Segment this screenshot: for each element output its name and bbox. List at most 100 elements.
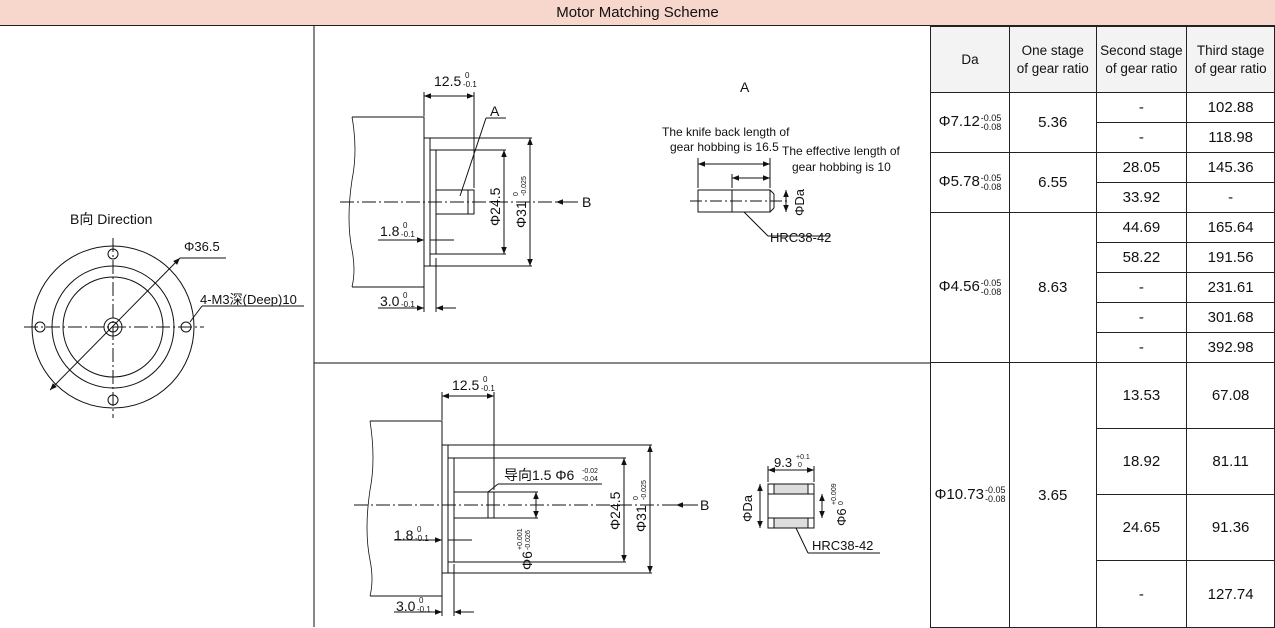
table-row: Φ10.73-0.05-0.08 3.65 13.53 67.08 xyxy=(930,362,1275,628)
table-row: - 392.98 xyxy=(931,332,1275,363)
gear-width-tol-up: +0.1 xyxy=(796,454,810,461)
gear-detail xyxy=(757,466,880,554)
da-tol-down: -0.08 xyxy=(980,181,1002,192)
gear-bore: Φ6 xyxy=(834,508,849,526)
front-view xyxy=(24,238,304,418)
second-stage-cell: 58.22 xyxy=(1095,242,1188,273)
table-row: 24.65 91.36 xyxy=(931,494,1275,561)
gear-bore-tol-up: +0.009 xyxy=(831,483,838,505)
bottom-flange xyxy=(441,444,449,574)
top-label-a: A xyxy=(490,103,500,119)
bottom-dim-18-tol-down: -0.1 xyxy=(415,534,429,543)
top-dim-30: 3.0 xyxy=(380,293,400,309)
front-outer-diameter: Φ36.5 xyxy=(184,239,220,254)
page-title: Motor Matching Scheme xyxy=(556,4,719,21)
da-cell: Φ7.12-0.05-0.08 xyxy=(930,92,1010,153)
bottom-dia-31: Φ31 xyxy=(633,505,649,532)
table-header-row: Da One stage of gear ratio Second stage … xyxy=(930,26,1275,93)
bottom-dim-18: 1.8 xyxy=(394,527,414,543)
top-dim-18: 1.8 xyxy=(380,223,400,239)
second-stage-cell: 18.92 xyxy=(1095,428,1188,495)
gear-width: 9.3 xyxy=(774,455,792,470)
da-tol-down: -0.08 xyxy=(980,286,1002,297)
detail-a-knife-line2: gear hobbing is 16.5 xyxy=(670,140,779,154)
third-stage-cell: 392.98 xyxy=(1186,332,1275,363)
bottom-arrow-b: B xyxy=(700,497,709,513)
front-direction-label: B向 Direction xyxy=(70,211,152,227)
table-row: - 118.98 xyxy=(931,122,1275,153)
bottom-dim-18-tol-up: 0 xyxy=(417,525,422,534)
header-third-stage-line2: of gear ratio xyxy=(1194,60,1267,76)
header-second-stage: Second stage of gear ratio xyxy=(1095,26,1188,93)
bottom-shaft-dia: Φ6 xyxy=(519,551,535,570)
bottom-guide-tol-up: -0.02 xyxy=(582,468,598,475)
technical-drawing: B向 Direction Φ36.5 4-M3深(Deep)10 xyxy=(24,26,930,627)
detail-a-hardness: HRC38-42 xyxy=(770,230,831,245)
bottom-length-tol-up: 0 xyxy=(483,375,488,384)
da-cell: Φ10.73-0.05-0.08 xyxy=(930,362,1010,628)
second-stage-cell: 13.53 xyxy=(1095,362,1188,429)
title-bar: Motor Matching Scheme xyxy=(0,0,1275,26)
third-stage-cell: 231.61 xyxy=(1186,272,1275,303)
detail-a-effective-line2: gear hobbing is 10 xyxy=(792,160,891,174)
gear-ratio-table: Da One stage of gear ratio Second stage … xyxy=(930,26,1275,628)
second-stage-cell: 44.69 xyxy=(1095,212,1188,243)
da-value: Φ7.12 xyxy=(938,113,980,131)
header-one-stage-line1: One stage xyxy=(1021,42,1084,58)
top-dia-31-tol-down: -0.025 xyxy=(521,176,528,196)
top-dim-30-tol-up: 0 xyxy=(403,291,408,300)
bottom-length-tol-down: -0.1 xyxy=(481,384,495,393)
third-stage-cell: - xyxy=(1186,182,1275,213)
detail-a-phi-da: ΦDa xyxy=(792,188,807,216)
da-tol-up: -0.05 xyxy=(980,112,1002,123)
bottom-dia-245: Φ24.5 xyxy=(607,491,623,530)
header-second-stage-line2: of gear ratio xyxy=(1105,60,1178,76)
second-stage-cell: - xyxy=(1095,122,1188,153)
da-cell: Φ4.56-0.05-0.08 xyxy=(930,212,1010,363)
top-side-view xyxy=(340,92,578,312)
second-stage-cell: 28.05 xyxy=(1095,152,1188,183)
da-tol-up: -0.05 xyxy=(980,172,1002,183)
second-stage-cell: - xyxy=(1095,332,1188,363)
table-row: Φ7.12-0.05-0.08 5.36 - 102.88 xyxy=(930,92,1275,153)
second-stage-cell: - xyxy=(1095,272,1188,303)
table-row: 33.92 - xyxy=(931,182,1275,213)
top-dim-30-tol-down: -0.1 xyxy=(401,300,415,309)
da-tol-down: -0.08 xyxy=(980,121,1002,132)
da-cell: Φ5.78-0.05-0.08 xyxy=(930,152,1010,213)
gear-hardness: HRC38-42 xyxy=(812,538,873,553)
second-stage-cell: 24.65 xyxy=(1095,494,1188,561)
detail-a-title: A xyxy=(740,79,750,95)
top-dim-18-tol-down: -0.1 xyxy=(401,230,415,239)
bottom-motor-body xyxy=(370,420,443,597)
detail-a-knife-line1: The knife back length of xyxy=(662,125,790,139)
top-dim-18-tol-up: 0 xyxy=(403,221,408,230)
third-stage-cell: 118.98 xyxy=(1186,122,1275,153)
detail-a-effective-line1: The effective length of xyxy=(782,144,901,158)
da-value: Φ4.56 xyxy=(938,278,980,296)
header-one-stage: One stage of gear ratio xyxy=(1008,26,1097,93)
bottom-dim-30-tol-down: -0.1 xyxy=(417,605,431,614)
bottom-dia-31-tol-up: 0 xyxy=(633,496,640,500)
gear-bore-tol-down: 0 xyxy=(838,501,845,505)
bottom-guide-note: 导向1.5 Φ6 xyxy=(504,467,575,483)
top-arrow-b: B xyxy=(582,194,591,210)
third-stage-cell: 81.11 xyxy=(1186,428,1275,495)
top-length-main: 12.5 xyxy=(434,73,461,89)
bottom-dim-30-tol-up: 0 xyxy=(419,596,424,605)
header-second-stage-line1: Second stage xyxy=(1100,42,1183,58)
one-stage-cell: 6.55 xyxy=(1008,152,1097,213)
bottom-boss xyxy=(447,457,455,563)
detail-a xyxy=(690,158,830,237)
header-one-stage-line2: of gear ratio xyxy=(1016,60,1089,76)
third-stage-cell: 127.74 xyxy=(1186,560,1275,628)
second-stage-cell: - xyxy=(1095,302,1188,333)
bottom-guide-tol-down: -0.04 xyxy=(582,476,598,483)
table-row: Φ4.56-0.05-0.08 8.63 44.69 165.64 xyxy=(930,212,1275,363)
top-dia-31: Φ31 xyxy=(513,201,529,228)
third-stage-cell: 145.36 xyxy=(1186,152,1275,183)
da-tol-down: -0.08 xyxy=(984,494,1006,505)
table-row: Φ5.78-0.05-0.08 6.55 28.05 145.36 xyxy=(930,152,1275,213)
third-stage-cell: 301.68 xyxy=(1186,302,1275,333)
table-row: - 301.68 xyxy=(931,302,1275,333)
